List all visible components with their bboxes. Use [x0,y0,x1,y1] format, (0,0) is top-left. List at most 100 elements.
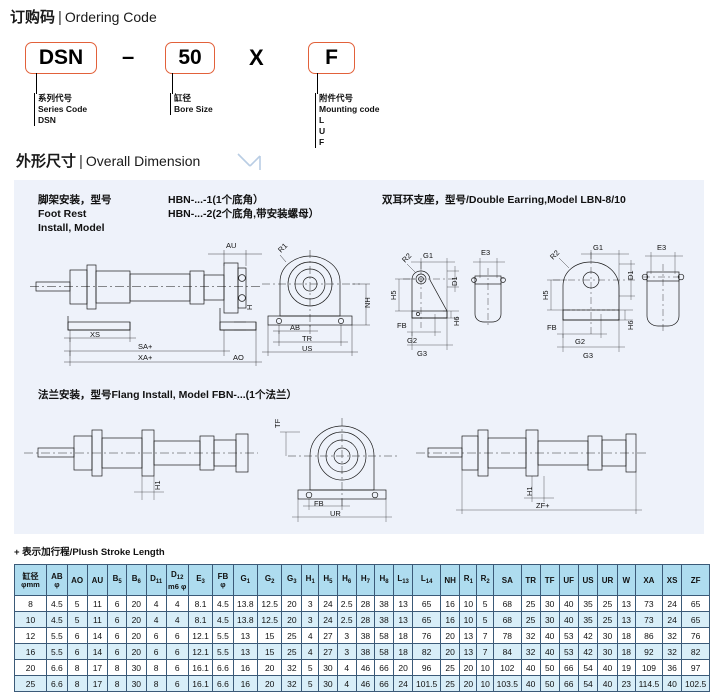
cell-value: 13 [616,595,636,612]
cell-value: 40 [558,595,579,612]
cell-value: 35 [577,595,599,612]
cell-value: 38 [355,627,376,644]
cell-value: 30 [318,659,338,676]
table-header-b6: B6 [125,564,147,596]
cell-value: 18 [392,627,414,644]
table-header-tr: TR [520,564,541,596]
dim-label-h1: H [245,305,254,310]
cell-value: 4.5 [46,595,68,612]
cell-value: 36 [662,659,683,676]
cell-value: 6 [107,643,127,660]
cell-value: 65 [412,611,441,628]
cell-value: 65 [681,595,710,612]
dim-label-h5-right: H5 [541,290,550,300]
cell-value: 6 [165,659,189,676]
foot-rest-drawing: AU XS SA+ XA+ AO H R1 NH AB TR US [30,241,372,366]
table-header-l13: L13 [392,564,414,596]
cell-value: 25 [597,611,618,628]
cell-value: 6 [66,627,88,644]
cell-value: 4.5 [46,611,68,628]
cell-value: 82 [412,643,441,660]
dim-label-h5-left: H5 [389,290,398,300]
table-header-b5: B5 [107,564,127,596]
table-header-l14: L14 [412,564,441,596]
table-header-g1: G1 [232,564,259,596]
overall-dimension-title-cn: 外形尺寸 [16,153,77,170]
cell-value: 25 [520,611,541,628]
cell-value: 10 [459,595,478,612]
cell-value: 30 [539,611,560,628]
cell-value: 84 [493,643,522,660]
cell-value: 97 [681,659,710,676]
cell-value: 73 [634,595,664,612]
cell-value: 12.5 [256,595,283,612]
dim-label-g2-left: G2 [407,336,417,345]
cell-value: 40 [520,659,541,676]
dim-label-fb-left: FB [397,321,407,330]
dim-label-d1-right: D1 [626,270,635,280]
cell-bore-size: 12 [14,627,47,644]
cell-value: 5.5 [46,627,68,644]
cell-value: 6 [107,611,127,628]
cell-value: 30 [597,643,618,660]
cell-value: 46 [355,659,376,676]
cell-value: 6 [66,643,88,660]
dim-label-ao: AO [233,353,244,362]
cell-value: 13 [616,611,636,628]
cell-value: 5.5 [212,643,234,660]
dim-label-h6-left: H6 [452,316,461,326]
cell-value: 18 [616,627,636,644]
cell-value: 2.5 [336,595,357,612]
cell-value: 6.6 [212,659,234,676]
cell-value: 13 [232,627,259,644]
dim-label-ur: UR [330,509,341,518]
dim-label-tr: TR [302,334,313,343]
cell-value: 13.8 [232,595,259,612]
cell-value: 20 [439,643,461,660]
cell-value: 82 [681,643,710,660]
cell-value: 40 [539,627,560,644]
cell-value: 4.5 [212,611,234,628]
cell-value: 12.1 [187,627,214,644]
cell-value: 12.1 [187,643,214,660]
cell-value: 11 [86,611,109,628]
cell-bore-size: 8 [14,595,47,612]
overall-dimension-title: 外形尺寸|Overall Dimension [16,150,200,171]
cell-value: 15 [256,643,283,660]
cell-value: 96 [412,659,441,676]
cell-value: 18 [392,643,414,660]
cell-value: 8 [66,659,88,676]
dim-label-r2-left: R2 [400,251,413,264]
cell-value: 25 [439,659,461,676]
cell-value: 11 [86,595,109,612]
cell-value: 65 [681,611,710,628]
ordering-code-title-en: Ordering Code [64,9,157,25]
cell-value: 20 [125,643,147,660]
dim-label-r2-right: R2 [548,248,561,261]
cell-value: 14 [86,643,109,660]
table-header-w: W [616,564,636,596]
cell-value: 32 [520,643,541,660]
cell-value: 4.5 [212,595,234,612]
legend-mounting-line-3: U [319,126,326,136]
foot-rest-label: 脚架安装，型号 Foot Rest Install, Model [38,194,112,234]
dim-label-h1-flange: H1 [153,480,162,490]
legend-mounting-code: 附件代号 Mounting code L U F [315,93,379,148]
cell-value: 20 [439,627,461,644]
legend-series-code: 系列代号 Series Code DSN [34,93,87,126]
cell-value: 66 [558,659,579,676]
cell-value: 35 [577,611,599,628]
legend-mounting-line-4: F [319,137,325,147]
table-header-xa: XA [634,564,664,596]
dim-label-zf: ZF+ [536,501,550,510]
cell-value: 65 [412,595,441,612]
cell-value: 5 [476,611,495,628]
cell-value: 13 [459,627,478,644]
cell-value: 24 [318,611,338,628]
